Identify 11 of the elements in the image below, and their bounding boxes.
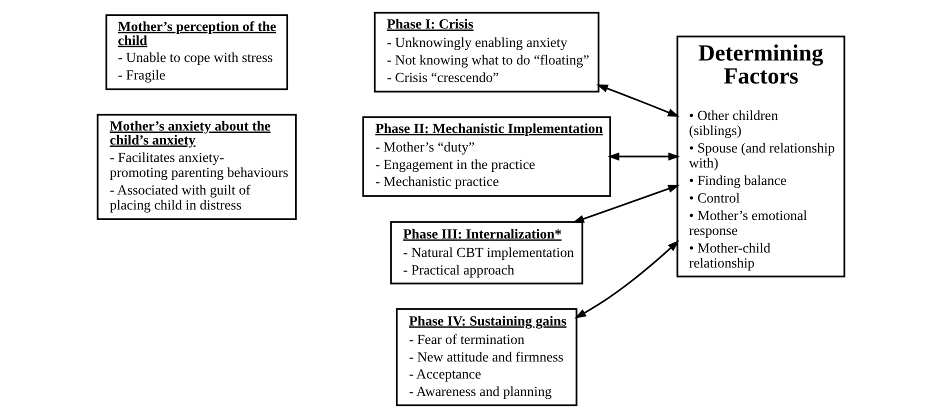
node-box: Phase III: Internalization* - Natural CBT implementation - Practical approach (390, 221, 583, 284)
node-box: Phase IV: Sustaining gains - Fear of termination - New attitude and firmness - Acceptance - Awareness and planning (395, 308, 577, 406)
node-box: Mother’s anxiety about the child’s anxiety - Facilitates anxiety-promoting parenting behaviours - Associated with guilt of placing child in distress (96, 114, 296, 220)
node-box: Phase I: Crisis - Unknowingly enabling anxiety - Not knowing what to do “floating” - Crisis “crescendo” (373, 12, 599, 92)
arrow (574, 240, 679, 318)
arrow (572, 184, 680, 223)
arrow (607, 152, 680, 161)
node-box: Mother’s perception of the child - Unable to cope with stress - Fragile (104, 14, 288, 90)
node-box: Phase II: Mechanistic Implementation - Mother’s “duty” - Engagement in the practice - Mechanistic practice (362, 116, 610, 197)
node-box: Determining Factors • Other children (siblings) • Spouse (and relationship with) • Finding balance • Control • Mother’s emotional response • Mother-child relationship (676, 36, 845, 278)
arrow (596, 84, 679, 117)
